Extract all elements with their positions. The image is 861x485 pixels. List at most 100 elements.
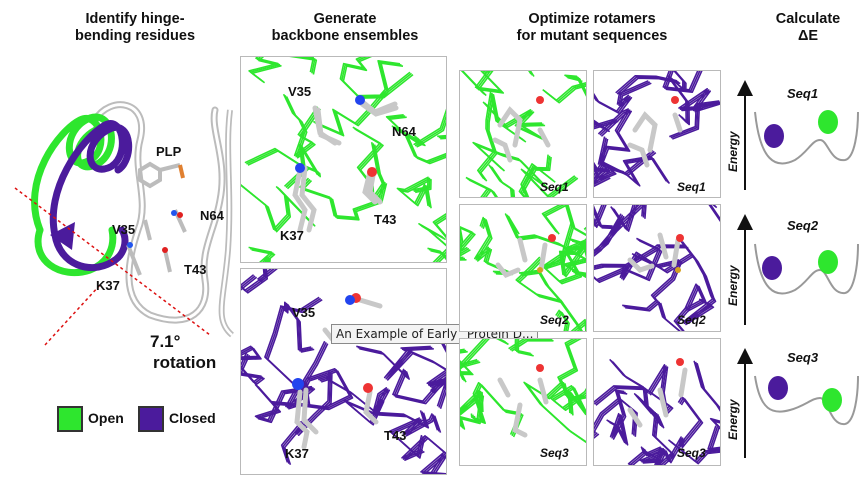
backbone-trace <box>468 166 516 197</box>
backbone-trace <box>543 75 586 103</box>
backbone-trace <box>542 222 580 282</box>
backbone-trace <box>474 71 532 92</box>
rotation-word: rotation <box>153 353 217 372</box>
backbone-trace <box>241 347 265 386</box>
rotamer-open-seq3-label: Seq3 <box>540 446 569 460</box>
rotamer-closed-seq2 <box>593 204 721 332</box>
ensemble-open-panel <box>240 56 447 263</box>
backbone-trace <box>594 82 652 115</box>
backbone-trace <box>623 254 681 311</box>
backbone-trace <box>669 426 720 464</box>
label-plp: PLP <box>156 144 182 159</box>
rotamer-closed-seq1 <box>593 70 721 198</box>
backbone-trace <box>618 77 690 126</box>
rotamer-open-seq1-label: Seq1 <box>540 180 569 194</box>
header-calculate-dE: Calculate ΔE <box>775 11 841 44</box>
backbone-trace <box>594 207 615 229</box>
backbone-trace <box>594 205 636 231</box>
backbone-trace <box>241 269 272 292</box>
ens-bottom-t43: T43 <box>384 428 407 443</box>
backbone-trace <box>388 116 446 165</box>
backbone-trace <box>594 238 661 282</box>
backbone-trace <box>477 71 535 94</box>
backbone-trace <box>544 205 586 252</box>
rotamer-closed-seq3-label: Seq3 <box>677 446 706 460</box>
backbone-trace <box>401 435 446 474</box>
backbone-trace <box>558 299 586 331</box>
backbone-trace <box>545 225 583 285</box>
ens-top-t43: T43 <box>374 212 397 227</box>
backbone-trace <box>681 241 717 326</box>
header-identify-residues: Identify hinge- bending residues <box>74 11 196 44</box>
backbone-trace <box>391 415 442 459</box>
backbone-trace <box>594 158 671 188</box>
rotation-value: 7.1° <box>150 332 181 351</box>
backbone-trace <box>518 258 564 304</box>
backbone-trace <box>302 180 388 221</box>
backbone-trace <box>665 71 703 94</box>
backbone-trace <box>386 348 446 394</box>
ens-top-n64: N64 <box>392 124 416 139</box>
energy-axis-label-1: Energy <box>726 131 740 172</box>
backbone-trace <box>421 225 446 262</box>
backbone-trace <box>594 399 638 439</box>
backbone-trace <box>281 297 322 352</box>
rotamer-closed-seq2-label: Seq2 <box>677 313 706 327</box>
backbone-trace <box>659 285 707 331</box>
backbone-trace <box>476 71 534 93</box>
backbone-trace <box>399 178 432 209</box>
backbone-trace <box>404 437 446 474</box>
header-optimize-rotamers: Optimize rotamers for mutant sequences <box>516 11 668 44</box>
backbone-trace <box>594 205 634 230</box>
backbone-trace <box>280 371 330 463</box>
backbone-trace <box>312 60 401 135</box>
energy-axis-label-3: Energy <box>726 399 740 440</box>
backbone-trace <box>671 427 720 465</box>
backbone-trace <box>282 299 323 353</box>
backbone-trace <box>595 366 674 415</box>
backbone-trace <box>553 387 586 416</box>
backbone-trace <box>594 210 613 227</box>
label-n64: N64 <box>200 208 224 223</box>
backbone-trace <box>521 156 556 197</box>
backbone-trace <box>622 246 694 281</box>
backbone-trace <box>460 227 476 261</box>
backbone-trace <box>251 249 276 262</box>
backbone-trace <box>248 57 315 82</box>
backbone-trace <box>241 184 316 233</box>
backbone-trace <box>342 57 414 99</box>
energy-well-seq3-label: Seq3 <box>787 350 819 365</box>
backbone-trace <box>622 252 680 310</box>
header-generate-ensembles: Generate backbone ensembles <box>271 11 419 44</box>
rotamer-open-seq3 <box>459 338 587 466</box>
backbone-trace <box>526 383 586 444</box>
backbone-trace <box>460 339 488 382</box>
backbone-trace <box>625 255 683 312</box>
backbone-trace <box>520 155 555 197</box>
backbone-trace <box>427 212 446 261</box>
label-t43: T43 <box>184 262 207 277</box>
backbone-trace <box>594 205 647 257</box>
legend-open-swatch <box>57 406 83 432</box>
backbone-trace <box>428 215 446 260</box>
energy-well-seq2-label: Seq2 <box>787 218 819 233</box>
backbone-trace <box>398 177 431 208</box>
legend-closed-label: Closed <box>169 410 216 426</box>
rotamer-closed-seq3 <box>593 338 721 466</box>
backbone-trace <box>609 391 629 446</box>
backbone-trace <box>594 205 616 230</box>
backbone-trace <box>542 74 586 102</box>
backbone-trace <box>251 57 318 84</box>
backbone-trace <box>288 370 354 411</box>
backbone-trace <box>285 96 322 159</box>
ens-top-v35: V35 <box>288 84 312 99</box>
ens-bottom-k37: K37 <box>285 446 309 461</box>
backbone-trace <box>394 120 446 148</box>
label-v35: V35 <box>112 222 136 237</box>
energy-well-seq1-label: Seq1 <box>787 86 819 101</box>
backbone-trace <box>241 269 275 293</box>
legend-closed-swatch <box>138 406 164 432</box>
